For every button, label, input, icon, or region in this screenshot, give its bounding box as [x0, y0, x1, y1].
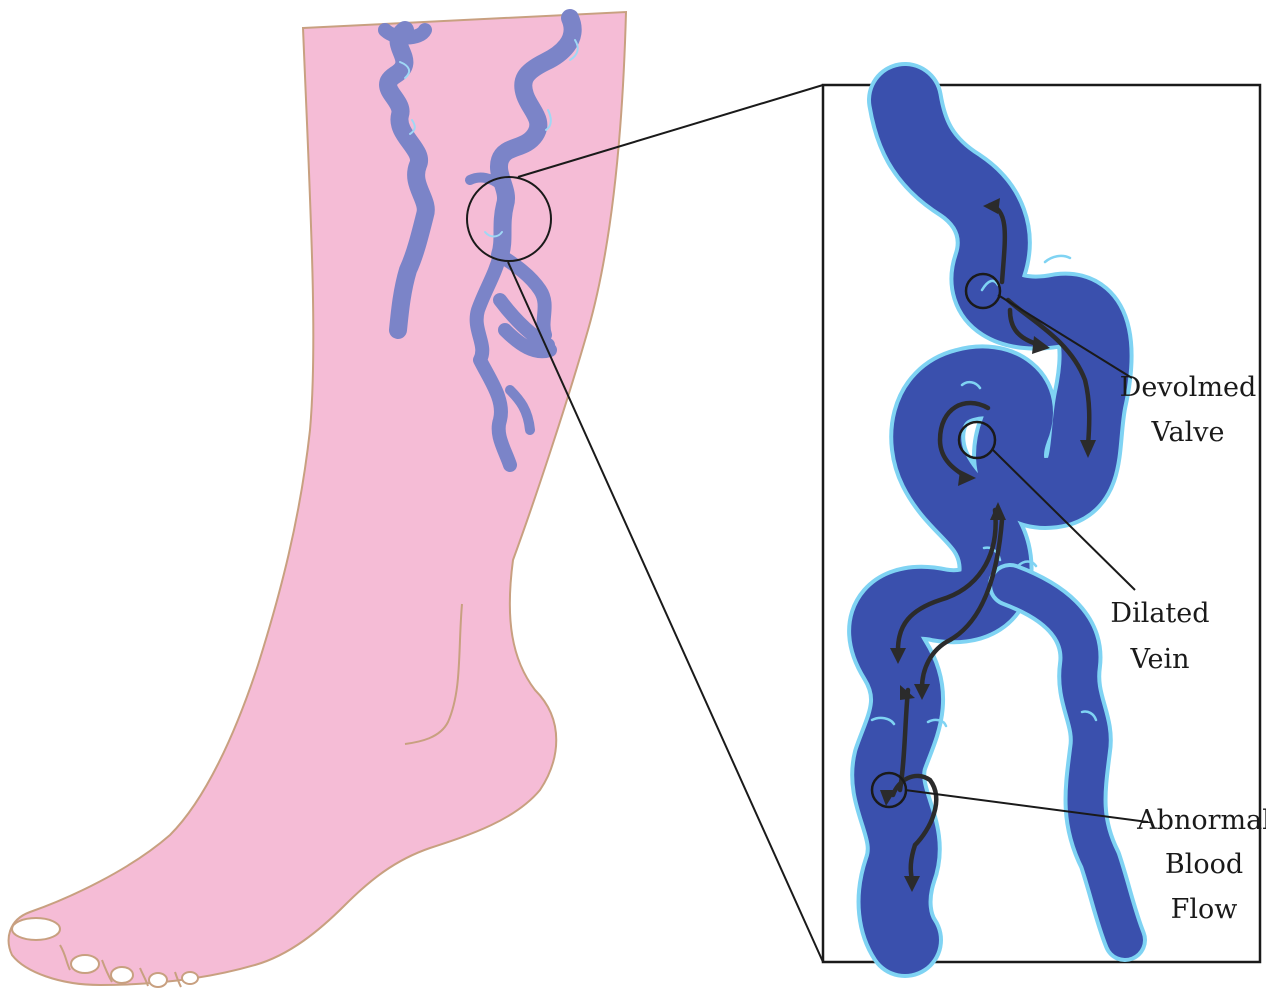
leg-illustration: [9, 12, 626, 987]
leg-skin: [9, 12, 626, 985]
label-line: Abnormal: [1136, 805, 1266, 836]
toenail: [111, 967, 133, 983]
leg-vein-left-top: [385, 30, 425, 38]
label-line: Vein: [1129, 644, 1189, 675]
label-line: Dilated: [1110, 598, 1209, 629]
label-line: Flow: [1171, 894, 1238, 925]
toenail: [149, 973, 167, 987]
label-line: Devolmed: [1120, 372, 1257, 403]
toenail: [71, 955, 99, 973]
label-line: Blood: [1165, 849, 1243, 880]
toenail: [12, 918, 60, 940]
zoom-connector-bottom: [508, 262, 823, 962]
label-line: Valve: [1151, 417, 1225, 448]
toenail: [182, 972, 198, 984]
